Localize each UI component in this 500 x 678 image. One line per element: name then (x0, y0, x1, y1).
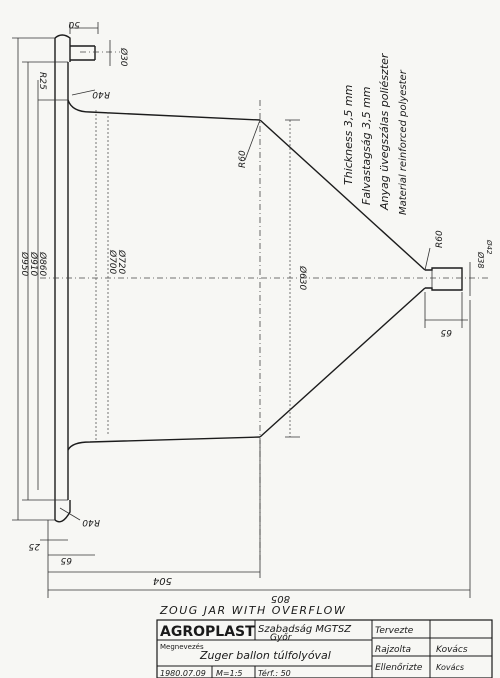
dim-phi630: Ø630 (297, 265, 308, 291)
dim-phi700: Ø700 (107, 249, 118, 275)
dim-805: 805 (271, 593, 290, 604)
vessel-outline (54, 34, 463, 523)
signer-name: Kovács (436, 645, 468, 655)
scale: M=1:5 (216, 669, 242, 678)
dim-r25: R25 (37, 72, 47, 90)
dim-504: 504 (153, 575, 172, 586)
dim-phi30: Ø30 (118, 47, 129, 67)
dim-65-right: 65 (440, 327, 452, 337)
material-notes: Thickness 3,5 mm Falvastagság 3,5 mm Any… (342, 52, 409, 215)
caption: ZOUG JAR WITH OVERFLOW (159, 604, 346, 617)
dim-r40-bottom: R40 (82, 517, 100, 527)
dim-phi38: Ø38 (476, 251, 486, 268)
part-name: Zuger ballon túlfolyóval (199, 649, 331, 662)
dim-25: 25 (28, 541, 40, 551)
dim-50: 50 (68, 19, 80, 29)
signer-name-2: Kovács (436, 663, 464, 672)
center-lines (40, 51, 490, 560)
dim-phi860: Ø860 (37, 251, 48, 277)
note-material: Material reinforced polyester (398, 69, 409, 215)
dim-phi910: Ø910 (28, 251, 39, 277)
dim-r60-left: R60 (238, 150, 248, 168)
megnevezes-label: Megnevezés (160, 643, 204, 651)
company-city: Győr (270, 633, 293, 643)
title-block: AGROPLAST Szabadság MGTSZ Győr Megnevezé… (156, 619, 493, 678)
rajzolta-label: Rajzolta (375, 645, 411, 655)
ellenorizte-label: Ellenőrizte (375, 663, 423, 673)
terfogat: Térf.: 50 (258, 668, 291, 678)
dim-r40-top: R40 (92, 89, 110, 99)
dim-r60-right: R60 (435, 230, 445, 248)
dim-phi720: Ø720 (116, 249, 127, 275)
tervezte-label: Tervezte (375, 626, 414, 636)
note-falvastagsag: Falvastagság 3,5 mm (360, 86, 373, 205)
company-name: AGROPLAST (160, 624, 255, 640)
note-anyag: Anyag üvegszálas poliészter (378, 52, 391, 211)
dimension-lines (12, 22, 471, 598)
dim-phi42: Ø42 (485, 239, 493, 255)
company-address: Szabadság MGTSZ (258, 623, 352, 635)
dimension-labels: 50 Ø30 R25 R40 R60 Ø950 Ø910 Ø860 Ø700 Ø… (19, 19, 493, 604)
date: 1980.07.09 (160, 669, 206, 678)
dim-65-left: 65 (60, 555, 72, 565)
dim-phi950: Ø950 (19, 251, 30, 277)
note-thickness: Thickness 3,5 mm (342, 85, 355, 185)
